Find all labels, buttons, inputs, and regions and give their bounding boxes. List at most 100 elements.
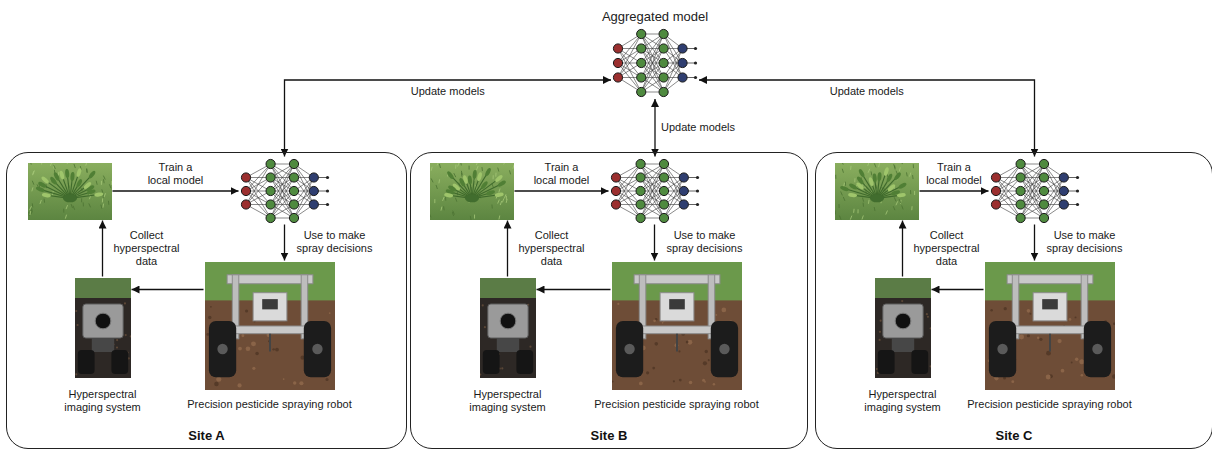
network-neuron bbox=[309, 186, 318, 195]
grass-blade bbox=[899, 167, 900, 171]
grass-blade bbox=[96, 180, 97, 184]
robot-photo: Precision pesticide spraying robot bbox=[985, 262, 1115, 390]
soil-clod bbox=[252, 366, 255, 369]
camera-mount bbox=[91, 338, 113, 352]
soil-clod bbox=[653, 319, 656, 322]
grass-blade bbox=[842, 168, 843, 172]
soil-clod bbox=[707, 359, 709, 361]
network-neuron bbox=[659, 199, 668, 208]
soil-speck bbox=[75, 309, 77, 311]
soil-clod bbox=[1074, 316, 1076, 318]
grass-blade bbox=[853, 208, 854, 212]
network-neuron bbox=[679, 186, 688, 195]
soil-clod bbox=[654, 342, 658, 346]
network-neuron bbox=[637, 58, 646, 67]
wheel-hub bbox=[719, 343, 729, 353]
grass-blade bbox=[497, 167, 498, 171]
grass-blade bbox=[867, 199, 869, 203]
plant-leaf bbox=[494, 174, 503, 183]
network-output-dot bbox=[1075, 189, 1078, 192]
wheel-hub bbox=[624, 343, 634, 353]
network-neuron bbox=[1039, 159, 1048, 168]
photo-caption: Precision pesticide spraying robot bbox=[187, 398, 351, 411]
camera-photo: Hyperspectral imaging system bbox=[480, 278, 536, 378]
network-neuron bbox=[1016, 172, 1025, 181]
grass-blade bbox=[31, 203, 32, 207]
network-neuron bbox=[289, 172, 298, 181]
soil-clod bbox=[612, 380, 614, 382]
network-neuron bbox=[659, 186, 668, 195]
soil-clod bbox=[1070, 361, 1072, 363]
network-neuron bbox=[289, 213, 298, 222]
network-link bbox=[618, 49, 641, 93]
soil-clod bbox=[241, 334, 244, 337]
plant-leaf bbox=[458, 177, 466, 187]
soil-clod bbox=[208, 315, 211, 318]
network-neuron bbox=[1059, 199, 1068, 208]
plant-leaf bbox=[467, 175, 472, 184]
soil-clod bbox=[661, 322, 663, 324]
robot-wheel bbox=[303, 320, 330, 376]
camera-lens bbox=[895, 313, 911, 329]
plant-leaf bbox=[485, 189, 495, 196]
flow-arrow bbox=[699, 80, 1035, 157]
grass-blade bbox=[468, 165, 469, 169]
soil-speck bbox=[929, 327, 930, 329]
network-link bbox=[270, 164, 293, 205]
network-neuron bbox=[637, 44, 646, 53]
soil-speck bbox=[875, 367, 877, 369]
imaging-illustration bbox=[75, 278, 131, 378]
photo-caption: Hyperspectral imaging system bbox=[53, 388, 153, 414]
grass-blade bbox=[497, 199, 499, 203]
grass-blade bbox=[460, 163, 462, 165]
grass-blade bbox=[101, 198, 102, 202]
spray-nozzle bbox=[269, 333, 271, 351]
network-output-dot bbox=[694, 61, 697, 64]
soil-ground bbox=[612, 262, 742, 390]
plant-leaf bbox=[883, 166, 889, 176]
edge-label: Use to make spray decisions bbox=[293, 229, 377, 255]
grass-blade bbox=[899, 199, 901, 203]
grass-blade bbox=[453, 173, 455, 177]
grass-blade bbox=[873, 207, 875, 211]
soil-ground bbox=[205, 262, 335, 390]
site-label: Site A bbox=[7, 428, 406, 443]
plant-leaf bbox=[87, 169, 96, 179]
cart-wheel bbox=[877, 350, 894, 374]
grass-blade bbox=[29, 206, 31, 210]
grass-blade bbox=[71, 204, 72, 208]
model-icon bbox=[990, 158, 1080, 224]
imaging-illustration bbox=[875, 278, 931, 378]
soil-clod bbox=[672, 380, 674, 382]
plant-leaf bbox=[494, 192, 504, 197]
network-neuron bbox=[636, 199, 645, 208]
soil-speck bbox=[901, 299, 903, 301]
grass-blade bbox=[835, 174, 836, 178]
spray-nozzle bbox=[1049, 333, 1051, 351]
network-link bbox=[640, 177, 663, 218]
soil-clod bbox=[275, 347, 279, 351]
grass-blade bbox=[498, 188, 499, 192]
network-link bbox=[640, 177, 663, 218]
camera-body bbox=[487, 304, 527, 338]
soil-clod bbox=[685, 340, 688, 343]
network-neuron bbox=[678, 44, 687, 53]
plant-leaf bbox=[75, 178, 83, 188]
grass-blade bbox=[81, 198, 82, 202]
soil-speck bbox=[483, 326, 485, 328]
robot-wheel bbox=[710, 320, 737, 376]
flow-arrow bbox=[920, 190, 989, 191]
soil-clod bbox=[1079, 359, 1084, 364]
network-output-dot bbox=[1075, 175, 1078, 178]
soil-ground bbox=[985, 262, 1115, 390]
plant-leaf bbox=[484, 167, 492, 177]
soil-clod bbox=[210, 305, 212, 307]
network-neuron bbox=[659, 58, 668, 67]
network-link bbox=[640, 164, 663, 205]
edge-label: Train a local model bbox=[533, 161, 591, 187]
grass-blade bbox=[874, 163, 876, 167]
flow-arrow bbox=[902, 221, 903, 277]
robot-illustration bbox=[205, 262, 335, 390]
network-neuron bbox=[1016, 159, 1025, 168]
